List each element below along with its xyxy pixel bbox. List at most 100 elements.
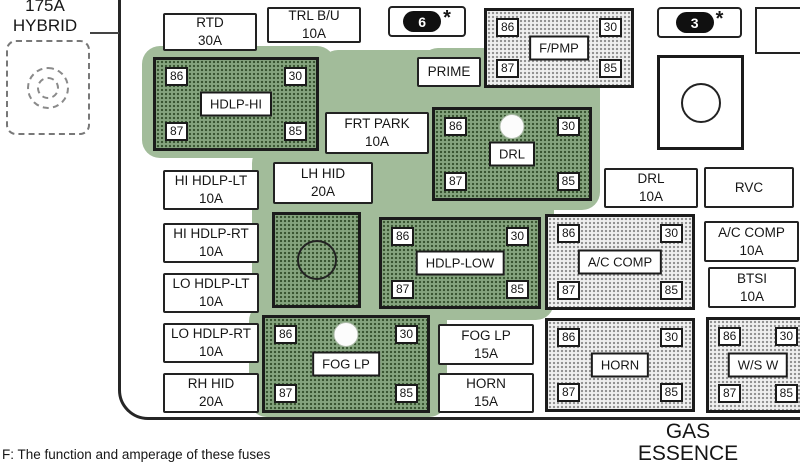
hybrid-connector-inner-circle [37, 76, 59, 99]
relay-hdlp-low: 86 30 87 85 HDLP-LOW [379, 217, 541, 309]
pin-86: 86 [718, 327, 742, 346]
fuse-name: RTD [196, 15, 224, 31]
fuse-amp: 20A [310, 184, 336, 199]
gas-essence-label: GAS ESSENCE [618, 420, 758, 462]
fuse-hi-hdlp-lt: HI HDLP-LT 10A [163, 170, 259, 210]
fuse-amp: 20A [198, 394, 224, 409]
pin-87: 87 [496, 59, 520, 78]
relay-label: W/S W [727, 352, 789, 378]
fuse-name: A/C COMP [718, 224, 785, 240]
fuse-fog-lp: FOG LP 15A [438, 324, 534, 365]
pin-86: 86 [274, 325, 298, 344]
relay-label: HORN [590, 352, 650, 378]
pin-87: 87 [557, 281, 581, 300]
pin-86: 86 [496, 18, 520, 37]
pin-85: 85 [394, 384, 418, 403]
fuse-lh-hid: LH HID 20A [273, 162, 373, 204]
pin-87: 87 [718, 384, 742, 403]
pin-30: 30 [659, 328, 683, 347]
fuse-amp: 10A [739, 242, 764, 258]
pin-87: 87 [444, 172, 468, 191]
pin-86: 86 [391, 227, 415, 246]
fuse-btsi: BTSI 10A [708, 267, 796, 308]
relay-hdlp-hi: 86 30 87 85 HDLP-HI [153, 57, 319, 151]
pin-30: 30 [659, 224, 683, 243]
pin-30: 30 [394, 325, 418, 344]
fuse-lo-hdlp-rt: LO HDLP-RT 10A [163, 323, 259, 363]
fuse-name: LH HID [300, 166, 346, 182]
fuse-number-pill: 3 [675, 12, 714, 33]
mount-hole-circle [680, 82, 721, 123]
fuse-ac-comp: A/C COMP 10A [704, 221, 799, 262]
fuse-amp: 10A [198, 244, 224, 259]
fuse-amp: 10A [364, 134, 390, 149]
fuse-rtd: RTD 30A [163, 13, 257, 51]
relay-horn: 86 30 87 85 HORN [545, 318, 695, 412]
pin-30: 30 [505, 227, 529, 246]
fuse-hi-hdlp-rt: HI HDLP-RT 10A [163, 223, 259, 263]
pin-30: 30 [598, 18, 622, 37]
fuse-drl: DRL 10A [604, 168, 698, 208]
fuse-name: HI HDLP-RT [173, 226, 249, 242]
fuse-amp: 10A [198, 294, 224, 309]
fuse-amp: 15A [473, 394, 499, 409]
fuse-rh-hid: RH HID 20A [163, 373, 259, 413]
fuse-name: RH HID [187, 376, 235, 392]
relay-ac-comp: 86 30 87 85 A/C COMP [545, 214, 695, 310]
pin-85: 85 [659, 383, 683, 402]
hybrid-connector-circle [27, 66, 69, 109]
pin-30: 30 [283, 67, 307, 86]
hybrid-connector-outline [6, 40, 90, 135]
relay-mount-circle [333, 322, 359, 347]
hybrid-amp-label: 175A [25, 0, 65, 15]
pin-86: 86 [557, 328, 581, 347]
relay-ws-wash: 86 30 87 85 W/S W [706, 317, 800, 413]
relay-drl: 86 30 87 85 DRL [432, 107, 592, 201]
maxi-fuse-6: 6 * [388, 6, 466, 37]
pin-85: 85 [774, 384, 798, 403]
fuse-name: HORN [466, 376, 506, 392]
pin-85: 85 [598, 59, 622, 78]
clipped-component-box [755, 7, 800, 54]
pin-85: 85 [505, 280, 529, 299]
fuse-name: LO HDLP-LT [172, 276, 250, 292]
relay-label: F/PMP [529, 35, 589, 61]
pin-86: 86 [165, 67, 189, 86]
pin-86: 86 [444, 117, 468, 136]
pin-85: 85 [556, 172, 580, 191]
fuse-amp: 10A [198, 344, 224, 359]
fuse-amp: 10A [638, 189, 664, 204]
pin-87: 87 [557, 383, 581, 402]
fuse-number-pill: 6 [403, 11, 442, 32]
fuse-name: TRL B/U [288, 8, 340, 24]
fuse-name: BTSI [736, 270, 767, 286]
pin-87: 87 [391, 280, 415, 299]
fuse-name: HI HDLP-LT [174, 173, 248, 189]
fuse-name: DRL [637, 171, 665, 187]
gas-label: GAS [665, 420, 711, 443]
fuse-amp: 15A [473, 345, 499, 361]
relay-label: HDLP-LOW [415, 250, 505, 276]
pin-30: 30 [556, 117, 580, 136]
fuse-amp: 10A [301, 26, 327, 41]
footnote-text: F: The function and amperage of these fu… [2, 447, 271, 462]
fuse-rvc: RVC [704, 167, 794, 208]
fuse-name: LO HDLP-RT [170, 326, 252, 342]
hybrid-label: 175A HYBRID [2, 0, 88, 36]
asterisk-icon: * [715, 8, 724, 30]
asterisk-icon: * [443, 7, 451, 29]
fuse-amp: 30A [197, 33, 223, 48]
connector-line [90, 32, 119, 34]
pin-87: 87 [274, 384, 298, 403]
fuse-amp: 10A [739, 288, 765, 304]
fuse-trl-bu: TRL B/U 10A [267, 7, 361, 43]
maxi-fuse-3: 3 * [657, 7, 742, 38]
fuse-name: FRT PARK [344, 116, 410, 132]
hybrid-name-label: HYBRID [12, 16, 78, 36]
fuse-name: FOG LP [461, 327, 511, 343]
relay-fog-lp: 86 30 87 85 FOG LP [262, 315, 430, 413]
fuse-name: PRIME [427, 64, 471, 80]
pin-30: 30 [774, 327, 798, 346]
relay-label: FOG LP [312, 351, 380, 377]
